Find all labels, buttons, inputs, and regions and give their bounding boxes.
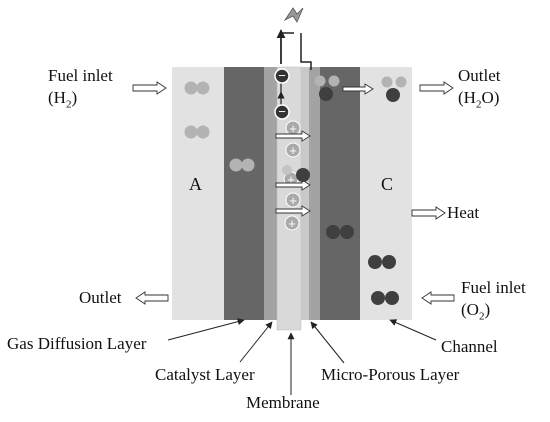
leader-catalyst-layer — [239, 321, 273, 363]
catalyst-layer-label: Catalyst Layer — [155, 365, 255, 384]
hydrogen-molecule-1 — [184, 81, 210, 95]
micro-porous-layer-label: Micro-Porous Layer — [321, 365, 460, 384]
outlet-h2o-label: Outlet (H2O) — [458, 66, 501, 111]
cathode-catalyst-layer — [309, 67, 320, 320]
outlet-h2o-arrow — [419, 81, 454, 95]
water-molecule-1 — [314, 75, 340, 101]
leader-gas-diffusion-layer — [167, 318, 245, 341]
cathode-gas-diffusion-layer — [320, 67, 360, 320]
proton-flow-arrow-1 — [275, 130, 311, 142]
svg-text:−: − — [278, 104, 286, 119]
fuel-inlet-h2-label: Fuel inlet (H2) — [48, 66, 113, 111]
outlet-left-label: Outlet — [79, 288, 122, 307]
hydrogen-molecule-2 — [184, 125, 210, 139]
cathode-micro-porous-layer — [301, 67, 309, 320]
external-circuit-right — [300, 33, 312, 70]
leader-channel — [389, 319, 437, 341]
svg-text:−: − — [278, 68, 286, 83]
hydrogen-atom — [282, 165, 292, 175]
gas-diffusion-layer-label: Gas Diffusion Layer — [7, 334, 147, 353]
svg-text:+: + — [289, 143, 297, 158]
proton-2: + — [285, 142, 301, 158]
proton-5: + — [284, 215, 300, 231]
oxygen-molecule-3 — [371, 291, 399, 305]
oxygen-atom — [296, 168, 310, 182]
cathode-label: C — [381, 174, 394, 194]
membrane-label: Membrane — [246, 393, 320, 412]
oxygen-molecule-1 — [326, 225, 354, 239]
channel-label: Channel — [441, 337, 498, 356]
leader-micro-porous-layer — [310, 321, 345, 364]
fuel-inlet-h2-arrow — [132, 81, 167, 95]
oxygen-molecule-2 — [368, 255, 396, 269]
electron-2: − — [274, 104, 290, 120]
fuel-inlet-o2-label: Fuel inlet (O2) — [461, 278, 526, 323]
anode-catalyst-layer — [264, 67, 277, 320]
external-circuit-left — [280, 32, 294, 64]
lightning-bolt-icon — [283, 7, 304, 23]
anode-gas-diffusion-layer — [224, 67, 264, 320]
svg-text:+: + — [289, 121, 297, 136]
fuel-inlet-o2-arrow — [421, 291, 455, 305]
proton-4: + — [285, 192, 301, 208]
anode-label: A — [189, 174, 202, 194]
electron-1: − — [274, 68, 290, 84]
heat-label: Heat — [447, 203, 480, 222]
cathode-channel — [360, 67, 412, 320]
proton-flow-arrow-2 — [275, 179, 311, 191]
svg-text:+: + — [287, 172, 295, 187]
anode-channel — [172, 67, 224, 320]
water-flow-arrow — [342, 83, 374, 95]
svg-text:+: + — [289, 193, 297, 208]
water-molecule-2 — [381, 76, 407, 102]
hydrogen-molecule-3 — [229, 158, 255, 172]
svg-text:+: + — [288, 216, 296, 231]
proton-flow-arrow-3 — [275, 205, 311, 217]
heat-arrow — [411, 206, 446, 220]
outlet-left-arrow — [135, 291, 169, 305]
